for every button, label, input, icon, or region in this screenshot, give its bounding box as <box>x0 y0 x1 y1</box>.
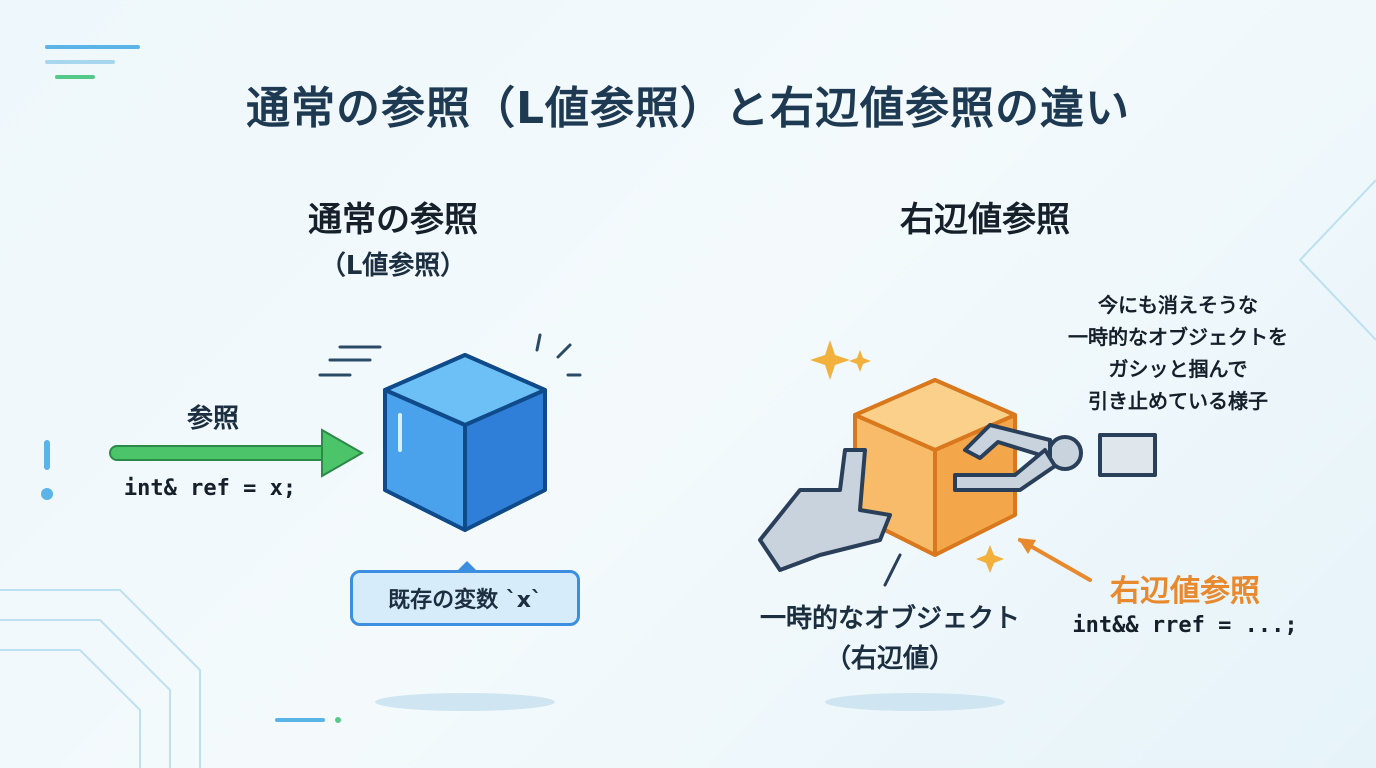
grab-annotation: 今にも消えそうな 一時的なオブジェクトを ガシッと掴んで 引き止めている様子 <box>1068 289 1288 417</box>
annotation-line: 引き止めている様子 <box>1088 389 1268 413</box>
rvalue-reference-label: 右辺値参照 <box>1110 574 1260 609</box>
annotation-line: ガシッと掴んで <box>1108 357 1248 381</box>
rvalue-heading: 右辺値参照 <box>900 200 1070 240</box>
existing-variable-bubble: 既存の変数 `x` <box>350 561 580 626</box>
sparkle-icon <box>810 340 1004 573</box>
robot-claw-icon <box>953 423 1157 492</box>
orange-cube-robot-illustration <box>758 340 1157 587</box>
rvalue-code: int&& rref = ...; <box>1072 613 1298 638</box>
green-arrow-icon <box>109 428 365 478</box>
lvalue-heading: 通常の参照 <box>308 200 478 240</box>
annotation-line: 一時的なオブジェクトを <box>1068 325 1288 349</box>
lvalue-subheading: （L値参照） <box>319 251 467 281</box>
rvalue-sublabel: （右辺値） <box>824 644 956 674</box>
lvalue-code: int& ref = x; <box>123 476 297 501</box>
robot-hand-icon <box>758 448 892 572</box>
cube-icon <box>853 378 1017 557</box>
page-title: 通常の参照（L値参照）と右辺値参照の違い <box>245 83 1131 134</box>
annotation-line: 今にも消えそうな <box>1098 293 1258 317</box>
blue-cube-illustration <box>109 333 582 532</box>
cube-icon <box>383 353 547 532</box>
temporary-object-label: 一時的なオブジェクト <box>759 604 1021 634</box>
reference-arrow-label: 参照 <box>186 404 240 434</box>
